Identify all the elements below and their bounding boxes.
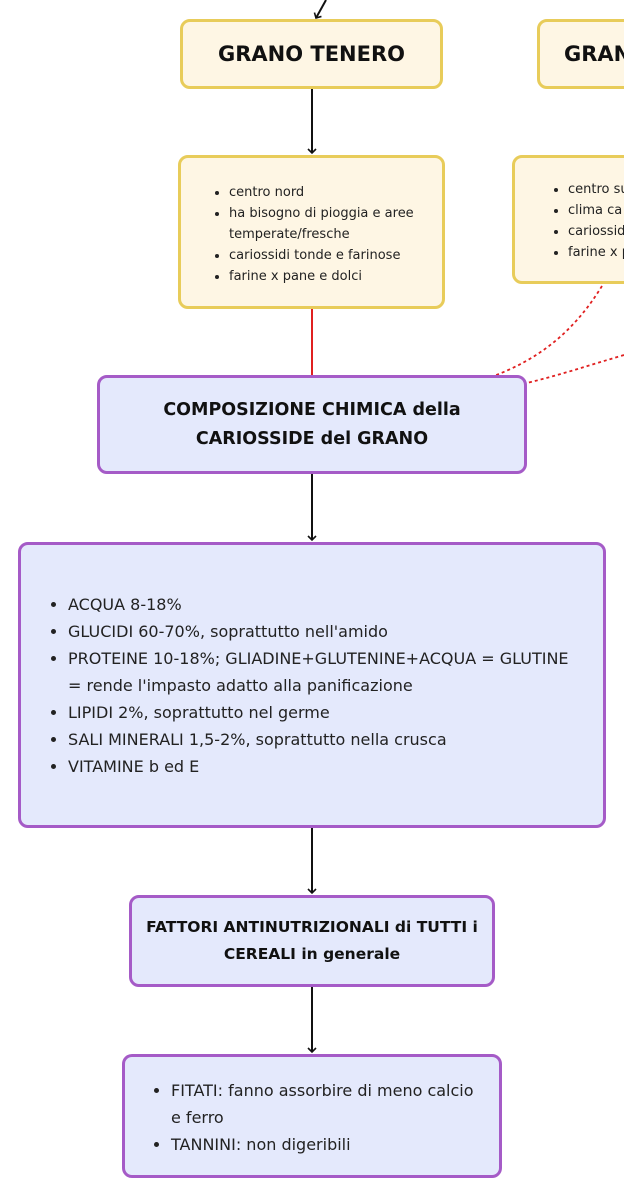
grano-duro-details-node: centro su clima ca cariossid farine x p [512, 155, 624, 284]
grano-duro-details-list: centro su clima ca cariossid farine x p [546, 179, 624, 263]
list-item: farine x p [568, 242, 624, 263]
grano-duro-node: GRAN [537, 19, 624, 89]
composizione-node: COMPOSIZIONE CHIMICA della CARIOSSIDE de… [97, 375, 527, 474]
list-item: ACQUA 8-18% [68, 591, 583, 618]
fattori-details-node: FITATI: fanno assorbire di meno calcio e… [122, 1054, 502, 1178]
list-item: VITAMINE b ed E [68, 753, 583, 780]
composizione-details-node: ACQUA 8-18% GLUCIDI 60-70%, soprattutto … [18, 542, 606, 828]
fattori-details-list: FITATI: fanno assorbire di meno calcio e… [149, 1077, 483, 1158]
list-item: TANNINI: non digeribili [171, 1131, 483, 1158]
list-item: cariossid [568, 221, 624, 242]
dotted-connector-duro-to-composizione [487, 285, 603, 379]
fattori-title: FATTORI ANTINUTRIZIONALI di TUTTI i CERE… [146, 918, 478, 963]
grano-tenero-title: GRANO TENERO [217, 42, 405, 66]
list-item: centro su [568, 179, 624, 200]
list-item: GLUCIDI 60-70%, soprattutto nell'amido [68, 618, 583, 645]
list-item: FITATI: fanno assorbire di meno calcio e… [171, 1077, 483, 1131]
list-item: centro nord [229, 182, 426, 203]
list-item: ha bisogno di pioggia e aree temperate/f… [229, 203, 426, 245]
dotted-connector-right-to-composizione [526, 354, 624, 384]
composizione-details-list: ACQUA 8-18% GLUCIDI 60-70%, soprattutto … [46, 591, 583, 780]
list-item: clima ca [568, 200, 624, 221]
grano-tenero-details-list: centro nord ha bisogno di pioggia e aree… [207, 182, 426, 287]
arrow-into-grano-tenero [313, 0, 327, 19]
list-item: SALI MINERALI 1,5-2%, soprattutto nella … [68, 726, 583, 753]
list-item: cariossidi tonde e farinose [229, 245, 426, 266]
list-item: LIPIDI 2%, soprattutto nel germe [68, 699, 583, 726]
composizione-title: COMPOSIZIONE CHIMICA della CARIOSSIDE de… [163, 399, 461, 449]
list-item: PROTEINE 10-18%; GLIADINE+GLUTENINE+ACQU… [68, 645, 583, 699]
list-item: farine x pane e dolci [229, 266, 426, 287]
grano-tenero-details-node: centro nord ha bisogno di pioggia e aree… [178, 155, 445, 309]
fattori-node: FATTORI ANTINUTRIZIONALI di TUTTI i CERE… [129, 895, 495, 987]
grano-tenero-node: GRANO TENERO [180, 19, 443, 89]
grano-duro-title: GRAN [564, 42, 624, 66]
